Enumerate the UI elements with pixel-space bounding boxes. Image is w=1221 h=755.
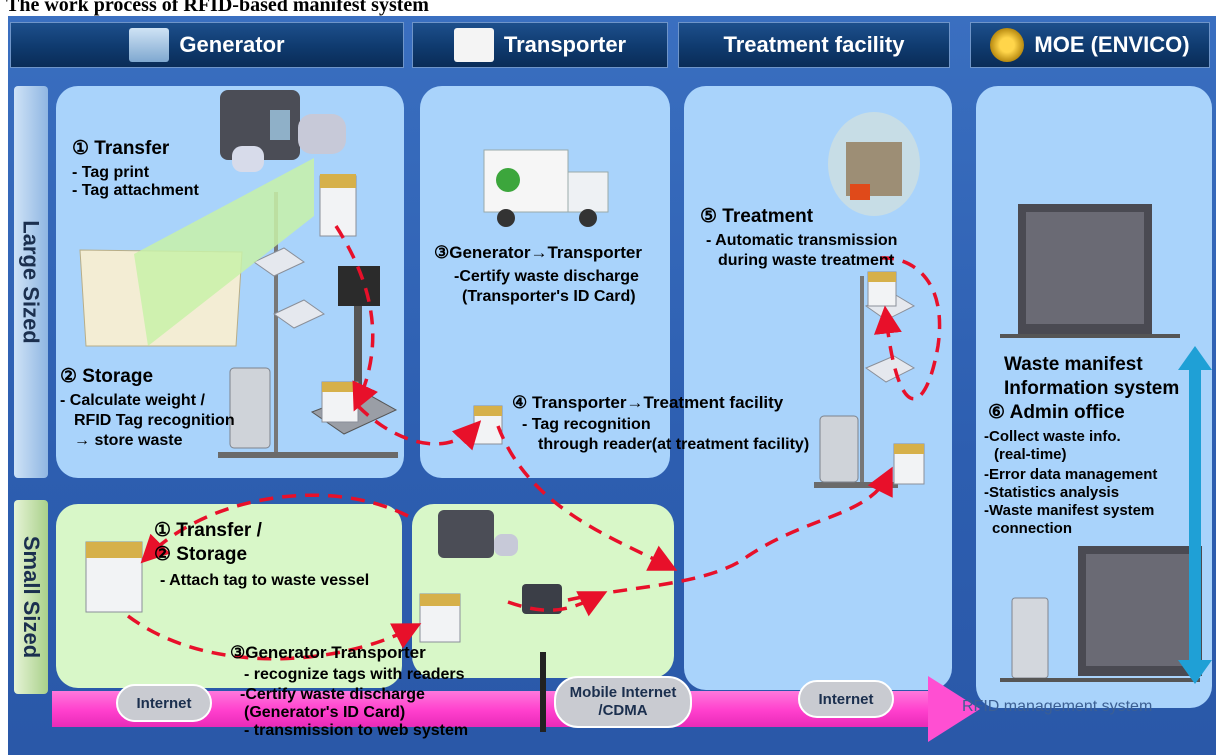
header-transporter: Transporter — [412, 22, 668, 68]
server-cabinet-icon — [229, 367, 271, 449]
transfer-heading: ① Transfer — [72, 138, 170, 159]
truck-icon — [453, 28, 494, 62]
header-moe: MOE (ENVICO) — [970, 22, 1210, 68]
small-heading-1: ① Transfer / — [154, 520, 262, 541]
diagram-canvas: Generator Transporter Treatment facility… — [8, 16, 1216, 755]
small-gen-trans-heading: ③Generator Transporter — [230, 643, 426, 662]
printer-icon — [220, 90, 346, 172]
admin-line-6: connection — [992, 520, 1073, 537]
trans-treat-line-1: - Tag recognition — [522, 416, 651, 433]
gen-trans-line-1: -Certify waste discharge — [454, 268, 639, 285]
internet-cloud-1: Internet — [116, 684, 212, 722]
system-title-line-2: Information system — [1004, 378, 1180, 399]
admin-line-5: -Waste manifest system — [984, 502, 1155, 519]
system-title-line-1: Waste manifest — [1004, 354, 1143, 375]
sync-double-arrow — [1178, 346, 1212, 684]
flow-arrow-scale-to-transporter — [356, 404, 482, 451]
admin-line-3: -Error data management — [984, 466, 1158, 483]
trans-treat-heading: ④ Transporter→Treatment facility — [512, 393, 784, 412]
small-line: - Attach tag to waste vessel — [160, 572, 370, 589]
reader-pole-icon — [218, 192, 398, 458]
header-treatment-label: Treatment facility — [723, 32, 905, 57]
emblem-icon — [990, 28, 1025, 62]
small-gen-trans-line-1: - recognize tags with readers — [244, 666, 465, 683]
transfer-line-2: - Tag attachment — [72, 182, 199, 199]
server-icon — [1000, 204, 1202, 682]
internet-cloud-2: Internet — [798, 680, 894, 718]
antenna-tower-icon — [540, 652, 546, 732]
admin-line-1: -Collect waste info. — [984, 428, 1121, 445]
small-heading-2: ② Storage — [154, 544, 248, 565]
treatment-heading: ⑤ Treatment — [700, 206, 814, 227]
waste-truck-icon — [483, 149, 609, 227]
flow-arrow-small-to-reader — [126, 614, 422, 661]
flow-arrow-small-to-treatment — [567, 466, 893, 602]
admin-line-4: -Statistics analysis — [984, 484, 1120, 501]
treatment-reader-pole-icon — [814, 276, 916, 488]
gen-trans-heading: ③Generator→Transporter — [434, 243, 642, 262]
gen-trans-line-2: (Transporter's ID Card) — [462, 288, 636, 305]
trans-treat-line-2: through reader(at treatment facility) — [538, 436, 810, 453]
flow-arrow-tag-to-scale — [334, 225, 378, 412]
treatment-line-1: - Automatic transmission — [706, 232, 898, 249]
incinerator-icon — [828, 112, 920, 216]
storage-heading: ② Storage — [60, 366, 154, 387]
page-title: The work process of RFID-based manifest … — [6, 0, 429, 16]
handheld-reader-icon — [522, 584, 562, 614]
header-generator: Generator — [10, 22, 404, 68]
small-gen-trans-line-2: -Certify waste discharge — [240, 686, 425, 703]
header-moe-label: MOE (ENVICO) — [1034, 32, 1190, 57]
waste-box-icon — [85, 174, 925, 643]
header-treatment: Treatment facility — [678, 22, 950, 68]
row-label-large: Large Sized — [14, 86, 48, 478]
small-gen-trans-line-4: - transmission to web system — [244, 722, 469, 739]
mobile-internet-cloud: Mobile Internet /CDMA — [554, 676, 692, 728]
small-gen-trans-line-3: (Generator's ID Card) — [244, 704, 406, 721]
flow-arrow-transporter-to-small — [496, 425, 678, 571]
flow-arrow-to-small-box — [140, 493, 409, 564]
header-generator-label: Generator — [179, 32, 285, 57]
flow-arrows — [126, 225, 942, 661]
row-label-small: Small Sized — [14, 500, 48, 694]
small-printer-icon — [438, 510, 518, 558]
storage-line-3: → store waste — [74, 432, 183, 449]
building-icon — [129, 28, 170, 62]
internet-bar-arrowhead — [928, 676, 980, 742]
equipment-layer — [79, 90, 1212, 732]
rfid-management-label: RFID management system — [962, 698, 1153, 715]
flow-arrow-treatment-loop — [873, 256, 942, 401]
admin-line-2: (real-time) — [994, 446, 1067, 463]
transfer-line-1: - Tag print — [72, 164, 150, 181]
treatment-line-2: during waste treatment — [718, 252, 895, 269]
header-transporter-label: Transporter — [503, 32, 627, 57]
admin-heading: ⑥ Admin office — [988, 402, 1125, 423]
storage-line-2: RFID Tag recognition — [74, 412, 235, 429]
storage-line-1: - Calculate weight / — [60, 392, 205, 409]
id-card-icon — [79, 158, 314, 347]
flow-arrow-reader — [507, 591, 608, 617]
